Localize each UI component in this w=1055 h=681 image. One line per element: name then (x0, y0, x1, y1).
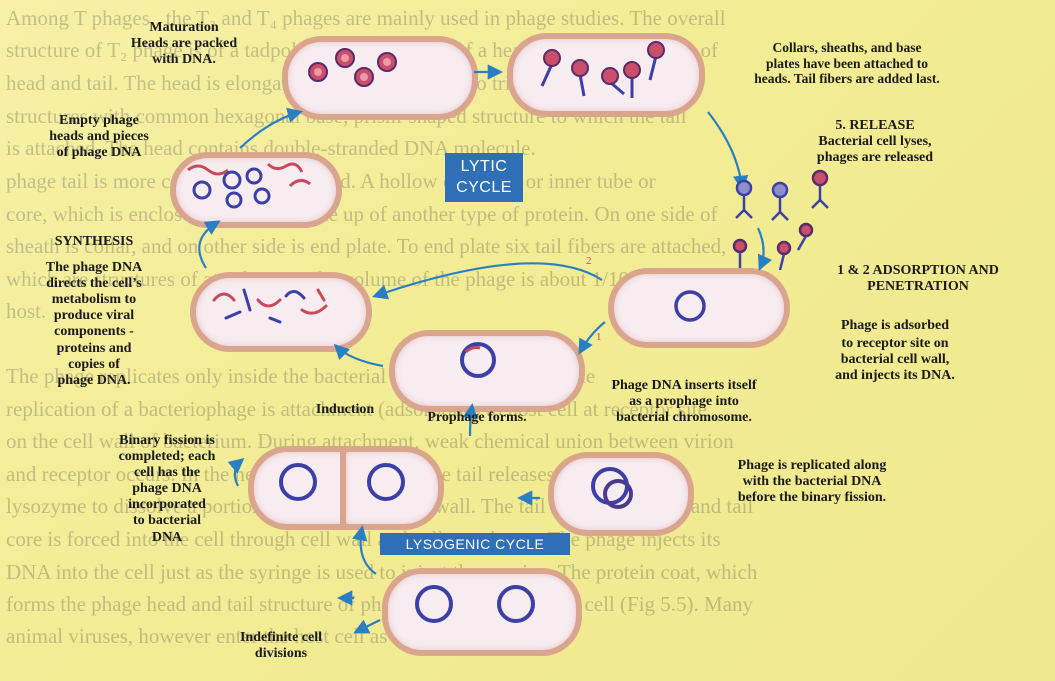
adsorption-body-line-4: and injects its DNA. (800, 368, 990, 384)
synthesis-label: SYNTHESIS The phage DNA directs the cell… (24, 234, 164, 389)
collars-line-2: plates have been attached to (712, 56, 982, 72)
inserts-line-3: bacterial chromosome. (584, 410, 784, 426)
replicated-line-1: Phage is replicated along (694, 458, 930, 474)
synthesis-line-4: produce viral (24, 308, 164, 324)
release-title: 5. RELEASE (790, 118, 960, 134)
synthesis-line-1: The phage DNA (24, 260, 164, 276)
synthesis-title: SYNTHESIS (24, 234, 164, 250)
step-1-marker: 1 (596, 331, 602, 343)
inserts-line-1: Phage DNA inserts itself (584, 378, 784, 394)
maturation-label: Maturation Heads are packed with DNA. (94, 20, 274, 68)
binary-fission-line-6: to bacterial (92, 513, 242, 529)
phage-dna-pieces (188, 164, 310, 207)
indefinite-line-1: Indefinite cell (216, 630, 346, 646)
inserts-line-2: as a prophage into (584, 394, 784, 410)
maturation-title: Maturation (94, 20, 274, 36)
binary-fission-line-2: completed; each (92, 449, 242, 465)
replicated-line-2: with the bacterial DNA (694, 474, 930, 490)
adsorption-title-line-2: PENETRATION (808, 279, 1028, 295)
release-line-3: phages are released (790, 150, 960, 166)
adsorption-body-line-1: Phage is adsorbed (800, 318, 990, 334)
binary-fission-label: Binary fission is completed; each cell h… (92, 433, 242, 546)
replicated-line-3: before the binary fission. (694, 490, 930, 506)
collars-label: Collars, sheaths, and base plates have b… (712, 40, 982, 87)
empty-heads-line-2: heads and pieces (34, 129, 164, 145)
inserts-label: Phage DNA inserts itself as a prophage i… (584, 378, 784, 426)
viral-dna-fragments (214, 290, 326, 322)
synthesis-line-7: copies of (24, 357, 164, 373)
indefinite-line-2: divisions (216, 646, 346, 662)
lysogenic-cycle-badge: LYSOGENIC CYCLE (380, 533, 570, 555)
maturation-line-2: Heads are packed (94, 36, 274, 52)
binary-fission-line-1: Binary fission is (92, 433, 242, 449)
adsorption-title-label: 1 & 2 ADSORPTION AND PENETRATION (808, 263, 1028, 295)
adsorption-title-line-1: 1 & 2 ADSORPTION AND (808, 263, 1028, 279)
step-2-marker: 2 (586, 255, 592, 267)
binary-fission-line-4: phage DNA (92, 481, 242, 497)
release-label: 5. RELEASE Bacterial cell lyses, phages … (790, 118, 960, 166)
lytic-cycle-badge: LYTIC CYCLE (445, 153, 523, 202)
adsorption-body-label: Phage is adsorbed to receptor site on ba… (800, 318, 990, 384)
chromosome-division-1 (417, 587, 451, 621)
synthesis-line-5: components - (24, 324, 164, 340)
maturation-line-3: with DNA. (94, 52, 274, 68)
adsorption-body-line-3: bacterial cell wall, (800, 352, 990, 368)
binary-fission-line-5: incorporated (92, 497, 242, 513)
adsorbing-phages (734, 224, 812, 270)
release-line-2: Bacterial cell lyses, (790, 134, 960, 150)
synthesis-line-8: phage DNA. (24, 373, 164, 389)
empty-heads-line-3: of phage DNA (34, 145, 164, 161)
binary-fission-line-7: DNA (92, 530, 242, 546)
phage-heads-packed (309, 49, 396, 86)
empty-heads-line-1: Empty phage (34, 113, 164, 129)
collars-line-1: Collars, sheaths, and base (712, 40, 982, 56)
phages-assembled (542, 42, 664, 98)
prophage-forms-label: Prophage forms. (402, 410, 552, 426)
released-phages (736, 171, 828, 220)
replicating-chromosome (593, 469, 631, 507)
binary-fission-line-3: cell has the (92, 465, 242, 481)
chromosome-daughter-left (281, 465, 315, 499)
chromosome-daughter-right (369, 465, 403, 499)
empty-heads-label: Empty phage heads and pieces of phage DN… (34, 113, 164, 161)
collars-line-3: heads. Tail fibers are added last. (712, 71, 982, 87)
host-chromosome-adsorption (676, 292, 704, 320)
adsorption-body-line-2: to receptor site on (800, 336, 990, 352)
indefinite-label: Indefinite cell divisions (216, 630, 346, 662)
lytic-cycle-line-2: CYCLE (445, 177, 523, 198)
induction-label: Induction (295, 402, 395, 418)
chromosome-division-2 (499, 587, 533, 621)
synthesis-line-3: metabolism to (24, 292, 164, 308)
lytic-cycle-line-1: LYTIC (445, 156, 523, 177)
replicated-label: Phage is replicated along with the bacte… (694, 458, 930, 506)
synthesis-line-2: directs the cell’s (24, 276, 164, 292)
synthesis-line-6: proteins and (24, 341, 164, 357)
